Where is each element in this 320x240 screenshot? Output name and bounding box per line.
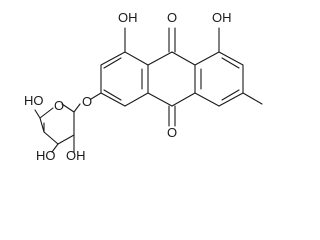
sugar-hydroxyl-c3-label: HO [36,148,56,163]
structure-diagram: OH OH O O O O HO HO OH [24,10,263,163]
ether-oxygen-label: O [82,94,92,109]
sugar-hydroxyl-c2-label: OH [66,148,86,163]
hydroxyl-c8-label: OH [212,10,232,25]
anthraquinone-substituents [73,27,263,127]
right-aromatic-ring [194,51,244,107]
sugar-substituents [34,109,75,153]
central-quinone-ring [147,51,196,107]
sugar-hydroxyl-c4-label: HO [24,93,44,108]
hydroxyl-c1-label: OH [118,10,138,25]
left-aromatic-ring [100,51,149,107]
carbonyl-c9-oxygen-label: O [167,10,177,25]
carbonyl-c10-oxygen-label: O [167,125,177,140]
sugar-ring [39,103,75,145]
ring-oxygen-label: O [54,98,64,113]
